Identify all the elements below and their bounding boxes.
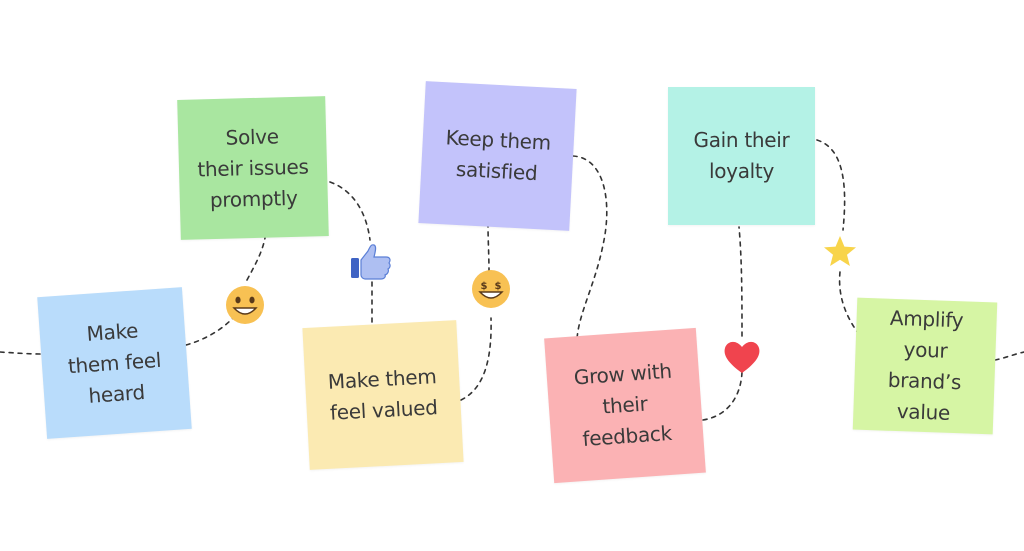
note-text: Solve their issues promptly xyxy=(197,123,309,212)
connector-satisfied-to-grow xyxy=(572,155,608,341)
connector-loyalty-to-amplify xyxy=(816,139,859,334)
note-text: Grow with their feedback xyxy=(573,358,673,452)
note-text: Keep them satisfied xyxy=(445,125,552,186)
svg-text:$: $ xyxy=(481,281,488,292)
sticky-note-solve-their-issues-promptly: Solve their issues promptly xyxy=(177,96,329,240)
thumbs-up-icon xyxy=(351,244,391,280)
sticky-note-gain-their-loyalty: Gain their loyalty xyxy=(668,87,815,225)
connector-grow-to-loyalty xyxy=(702,226,743,421)
heart-icon xyxy=(724,341,760,373)
sticky-note-keep-them-satisfied: Keep them satisfied xyxy=(418,81,577,231)
smiley-face-icon xyxy=(226,286,264,324)
connector-valued-to-satisfied xyxy=(460,224,492,401)
sticky-note-make-them-feel-valued: Make them feel valued xyxy=(302,320,464,470)
note-text: Gain their loyalty xyxy=(693,128,790,183)
note-text: Make them feel valued xyxy=(327,364,439,425)
connector-heard-to-solve xyxy=(185,237,266,346)
sticky-note-make-them-feel-heard: Make them feel heard xyxy=(37,287,192,439)
connector-left-edge xyxy=(0,351,43,355)
sticky-note-grow-with-their-feedback: Grow with their feedback xyxy=(544,327,706,484)
svg-text:$: $ xyxy=(495,281,502,292)
connector-solve-to-valued xyxy=(329,181,373,327)
money-eyes-smiley-icon: $ $ xyxy=(472,270,510,308)
star-icon xyxy=(824,236,856,266)
connector-right-edge xyxy=(994,351,1024,361)
note-text: Amplify your brand’s value xyxy=(887,305,964,425)
sticky-note-amplify-your-brands-value: Amplify your brand’s value xyxy=(852,297,998,435)
note-text: Make them feel heard xyxy=(67,317,162,408)
